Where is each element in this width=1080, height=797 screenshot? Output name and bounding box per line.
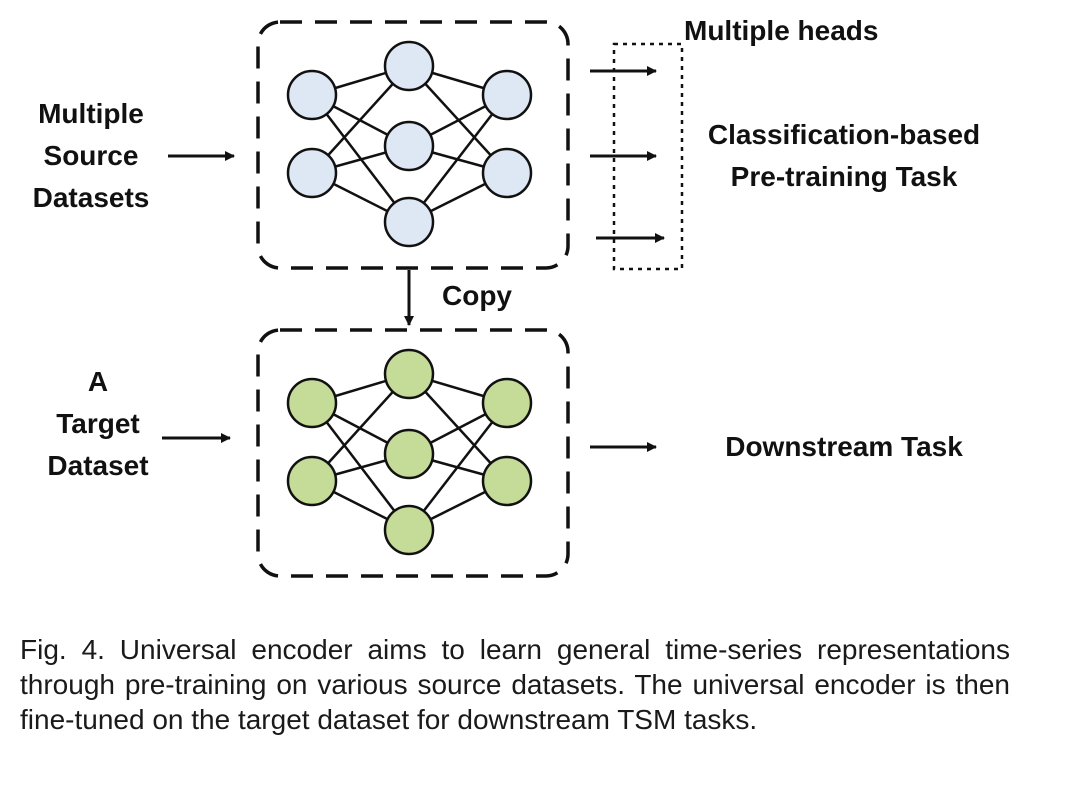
- pretrain-network-node-l2-3: [383, 196, 435, 248]
- pretrain-network-edge: [408, 94, 508, 223]
- pretrain-task-line1: Classification-based: [707, 119, 981, 150]
- downstream-network-node-l1-2: [286, 455, 338, 507]
- copy-label: Copy: [442, 280, 512, 311]
- multiple-heads-label: Multiple heads: [684, 15, 879, 46]
- downstream-network-node-l3-2: [481, 455, 533, 507]
- downstream-task-label: Downstream Task: [725, 431, 963, 462]
- target-label-line3: Dataset: [47, 450, 149, 481]
- pretrain-network-node-l3-2: [481, 147, 533, 199]
- figure-diagram: Multiple Source Datasets A Target Datase…: [32, 15, 981, 578]
- downstream-network: [286, 348, 533, 556]
- downstream-network-edge: [408, 402, 508, 531]
- pretrain-task-line2: Pre-training Task: [730, 161, 958, 192]
- pretrain-network-node-l2-1: [383, 40, 435, 92]
- pretrain-network-node-l3-1: [481, 69, 533, 121]
- source-label-line1: Multiple: [38, 98, 144, 129]
- figure-caption: Fig. 4. Universal encoder aims to learn …: [20, 634, 1010, 735]
- downstream-network-node-l3-1: [481, 377, 533, 429]
- pretrain-network-node-l1-1: [286, 69, 338, 121]
- target-label-line2: Target: [56, 408, 140, 439]
- downstream-encoder-box: [256, 328, 570, 578]
- downstream-network-node-l2-2: [383, 428, 435, 480]
- target-label-line1: A: [87, 366, 109, 397]
- pretrain-network-node-l2-2: [383, 120, 435, 172]
- downstream-network-node-l2-1: [383, 348, 435, 400]
- pretrain-network: [286, 40, 533, 248]
- multiple-heads-box: [612, 42, 684, 271]
- pretrain-network-node-l1-2: [286, 147, 338, 199]
- source-label-line2: Source: [43, 140, 139, 171]
- downstream-network-node-l1-1: [286, 377, 338, 429]
- source-label-line3: Datasets: [32, 182, 150, 213]
- downstream-network-node-l2-3: [383, 504, 435, 556]
- diagram-canvas: [162, 20, 684, 578]
- pretrain-encoder-box: [256, 20, 570, 270]
